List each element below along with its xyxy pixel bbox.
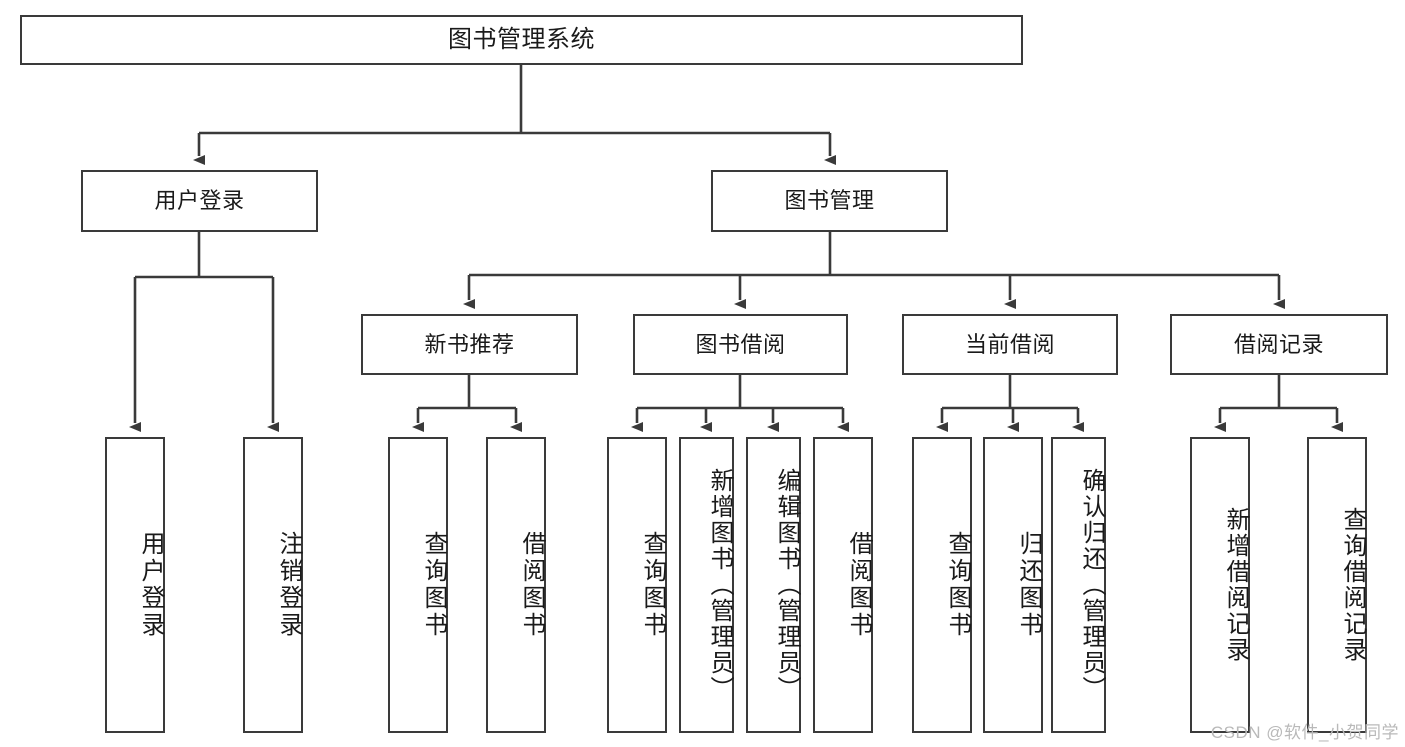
node-leaf-confirm-return-label: 确认归还（管理员） (1078, 468, 1105, 702)
node-leaf-query-book-1-label: 查询图书 (420, 531, 447, 639)
node-leaf-borrow-book-2[interactable]: 借阅图书 (813, 437, 873, 733)
node-leaf-borrow-book-2-label: 借阅图书 (845, 531, 872, 639)
node-leaf-user-login[interactable]: 用户登录 (105, 437, 165, 733)
node-book-manage-label: 图书管理 (784, 188, 875, 214)
node-leaf-borrow-book-1-label: 借阅图书 (518, 531, 545, 639)
node-leaf-logout-label: 注销登录 (275, 531, 302, 639)
node-leaf-borrow-book-1[interactable]: 借阅图书 (486, 437, 546, 733)
node-leaf-add-record-label: 新增借阅记录 (1222, 507, 1249, 663)
node-leaf-query-book-3-label: 查询图书 (944, 531, 971, 639)
node-new-book-recommend-label: 新书推荐 (424, 331, 515, 357)
node-leaf-logout[interactable]: 注销登录 (243, 437, 303, 733)
node-leaf-add-record[interactable]: 新增借阅记录 (1190, 437, 1250, 733)
node-user-login[interactable]: 用户登录 (81, 170, 318, 232)
node-leaf-add-book[interactable]: 新增图书（管理员） (679, 437, 734, 733)
node-current-borrow[interactable]: 当前借阅 (902, 314, 1118, 375)
node-root-label: 图书管理系统 (448, 25, 595, 53)
node-leaf-return-book-label: 归还图书 (1015, 531, 1042, 639)
node-current-borrow-label: 当前借阅 (964, 331, 1055, 357)
node-new-book-recommend[interactable]: 新书推荐 (361, 314, 578, 375)
node-leaf-query-book-2-label: 查询图书 (639, 531, 666, 639)
node-leaf-add-book-label: 新增图书（管理员） (706, 468, 733, 702)
node-user-login-label: 用户登录 (154, 188, 245, 214)
node-leaf-query-book-1[interactable]: 查询图书 (388, 437, 448, 733)
node-root[interactable]: 图书管理系统 (20, 15, 1023, 65)
node-book-manage[interactable]: 图书管理 (711, 170, 948, 232)
node-leaf-query-book-3[interactable]: 查询图书 (912, 437, 972, 733)
watermark: CSDN @软件_小贺同学 (1210, 723, 1399, 742)
node-leaf-confirm-return[interactable]: 确认归还（管理员） (1051, 437, 1106, 733)
node-book-borrow-label: 图书借阅 (695, 331, 786, 357)
node-leaf-query-book-2[interactable]: 查询图书 (607, 437, 667, 733)
node-leaf-return-book[interactable]: 归还图书 (983, 437, 1043, 733)
node-leaf-query-record[interactable]: 查询借阅记录 (1307, 437, 1367, 733)
node-book-borrow[interactable]: 图书借阅 (633, 314, 848, 375)
node-leaf-edit-book-label: 编辑图书（管理员） (773, 468, 800, 702)
node-leaf-edit-book[interactable]: 编辑图书（管理员） (746, 437, 801, 733)
node-leaf-query-record-label: 查询借阅记录 (1339, 507, 1366, 663)
node-borrow-record-label: 借阅记录 (1233, 331, 1324, 357)
node-leaf-user-login-label: 用户登录 (137, 531, 164, 639)
node-borrow-record[interactable]: 借阅记录 (1170, 314, 1388, 375)
